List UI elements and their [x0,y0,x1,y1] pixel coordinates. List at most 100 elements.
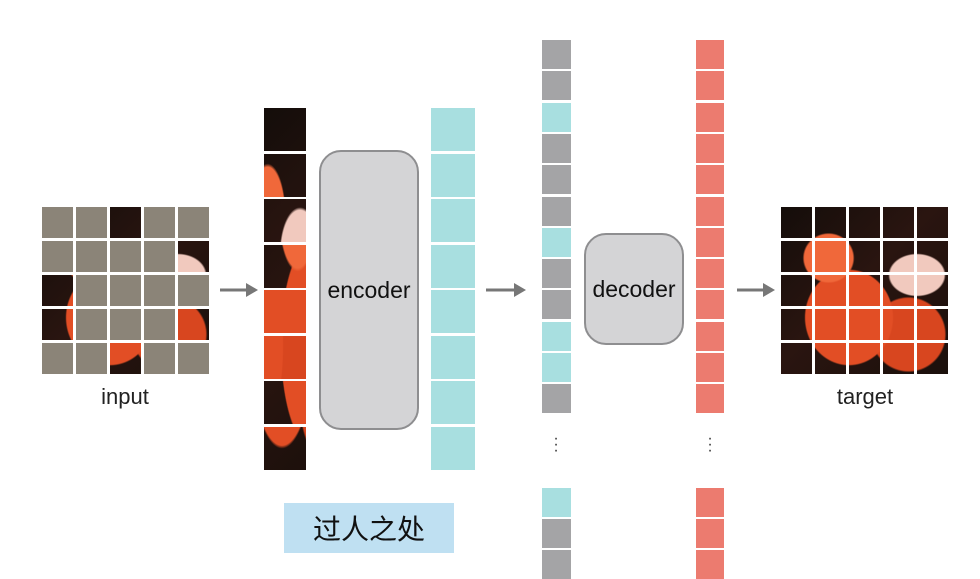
visible-patch [264,426,306,470]
masked-patch [110,309,141,340]
reconstructed-token [696,196,724,226]
image-patch [849,275,880,306]
image-patch [883,241,914,272]
reconstructed-token [696,133,724,163]
image-patch [781,241,812,272]
encoder-box: encoder [319,150,419,430]
mask-token [542,196,571,226]
image-patch [781,343,812,374]
masked-patch [110,275,141,306]
encoded-token [542,321,571,351]
masked-patch [76,241,107,272]
visible-patch [264,153,306,197]
masked-patch [178,275,209,306]
image-patch [781,309,812,340]
masked-patch [144,241,175,272]
arrow-icon [220,283,258,297]
caption-box: 过人之处 [284,503,454,553]
encoder-label: encoder [327,276,411,303]
reconstructed-token [696,321,724,351]
decoder-label: decoder [592,275,676,302]
masked-patch [42,207,73,238]
image-patch [917,207,948,238]
reconstructed-token [696,487,724,517]
reconstructed-token [696,227,724,257]
arrow-icon [737,283,775,297]
target-image [781,207,948,374]
image-patch [917,343,948,374]
image-patch [849,207,880,238]
image-patch [178,309,209,340]
image-patch [883,343,914,374]
image-patch [178,241,209,272]
image-patch [883,207,914,238]
masked-patch [76,275,107,306]
encoded-token [431,244,475,288]
masked-patch [178,343,209,374]
mask-token [542,165,571,195]
image-patch [917,275,948,306]
masked-patch [76,309,107,340]
decoder-box: decoder [584,233,684,345]
mask-token [542,133,571,163]
target-label: target [836,384,894,409]
masked-patch [110,241,141,272]
decoder-output-sequence: ··· [696,40,726,579]
masked-patch [144,275,175,306]
visible-patch [264,199,306,242]
mask-token [542,40,571,69]
encoded-token [431,108,475,151]
masked-patch [178,207,209,238]
image-patch [883,309,914,340]
mask-token [542,71,571,101]
masked-patch [76,343,107,374]
image-patch [883,275,914,306]
decoder-input-sequence: ··· [542,40,572,579]
image-patch [42,275,73,306]
masked-patch [144,207,175,238]
mask-token [542,259,571,289]
reconstructed-token [696,353,724,382]
reconstructed-token [696,290,724,320]
visible-patch [264,381,306,424]
reconstructed-token [696,102,724,132]
reconstructed-token [696,259,724,289]
reconstructed-token [696,71,724,101]
image-patch [917,241,948,272]
ellipsis-icon: ··· [707,429,713,459]
arrow-icon [486,283,526,297]
encoded-token [431,381,475,424]
image-patch [781,207,812,238]
encoded-token [431,153,475,197]
mask-token [542,290,571,320]
reconstructed-token [696,384,724,414]
visible-patches-column [264,108,306,471]
image-patch [110,207,141,238]
masked-patch [144,343,175,374]
reconstructed-token [696,550,724,579]
image-patch [815,275,846,306]
image-patch [917,309,948,340]
encoded-token [542,487,571,517]
image-patch [849,343,880,374]
encoded-token [542,227,571,257]
mask-token [542,550,571,579]
image-patch [815,207,846,238]
masked-patch [144,309,175,340]
encoded-token [431,426,475,470]
image-patch [849,309,880,340]
image-patch [110,343,141,374]
visible-patch [264,290,306,333]
encoded-token [431,199,475,242]
mask-token [542,384,571,414]
reconstructed-token [696,518,724,548]
ellipsis-icon: ··· [553,429,559,459]
input-label: input [101,384,149,409]
masked-patch [76,207,107,238]
visible-patch [264,108,306,151]
masked-patch [42,241,73,272]
image-patch [849,241,880,272]
visible-patch [264,244,306,288]
encoded-token [542,353,571,382]
image-patch [42,309,73,340]
